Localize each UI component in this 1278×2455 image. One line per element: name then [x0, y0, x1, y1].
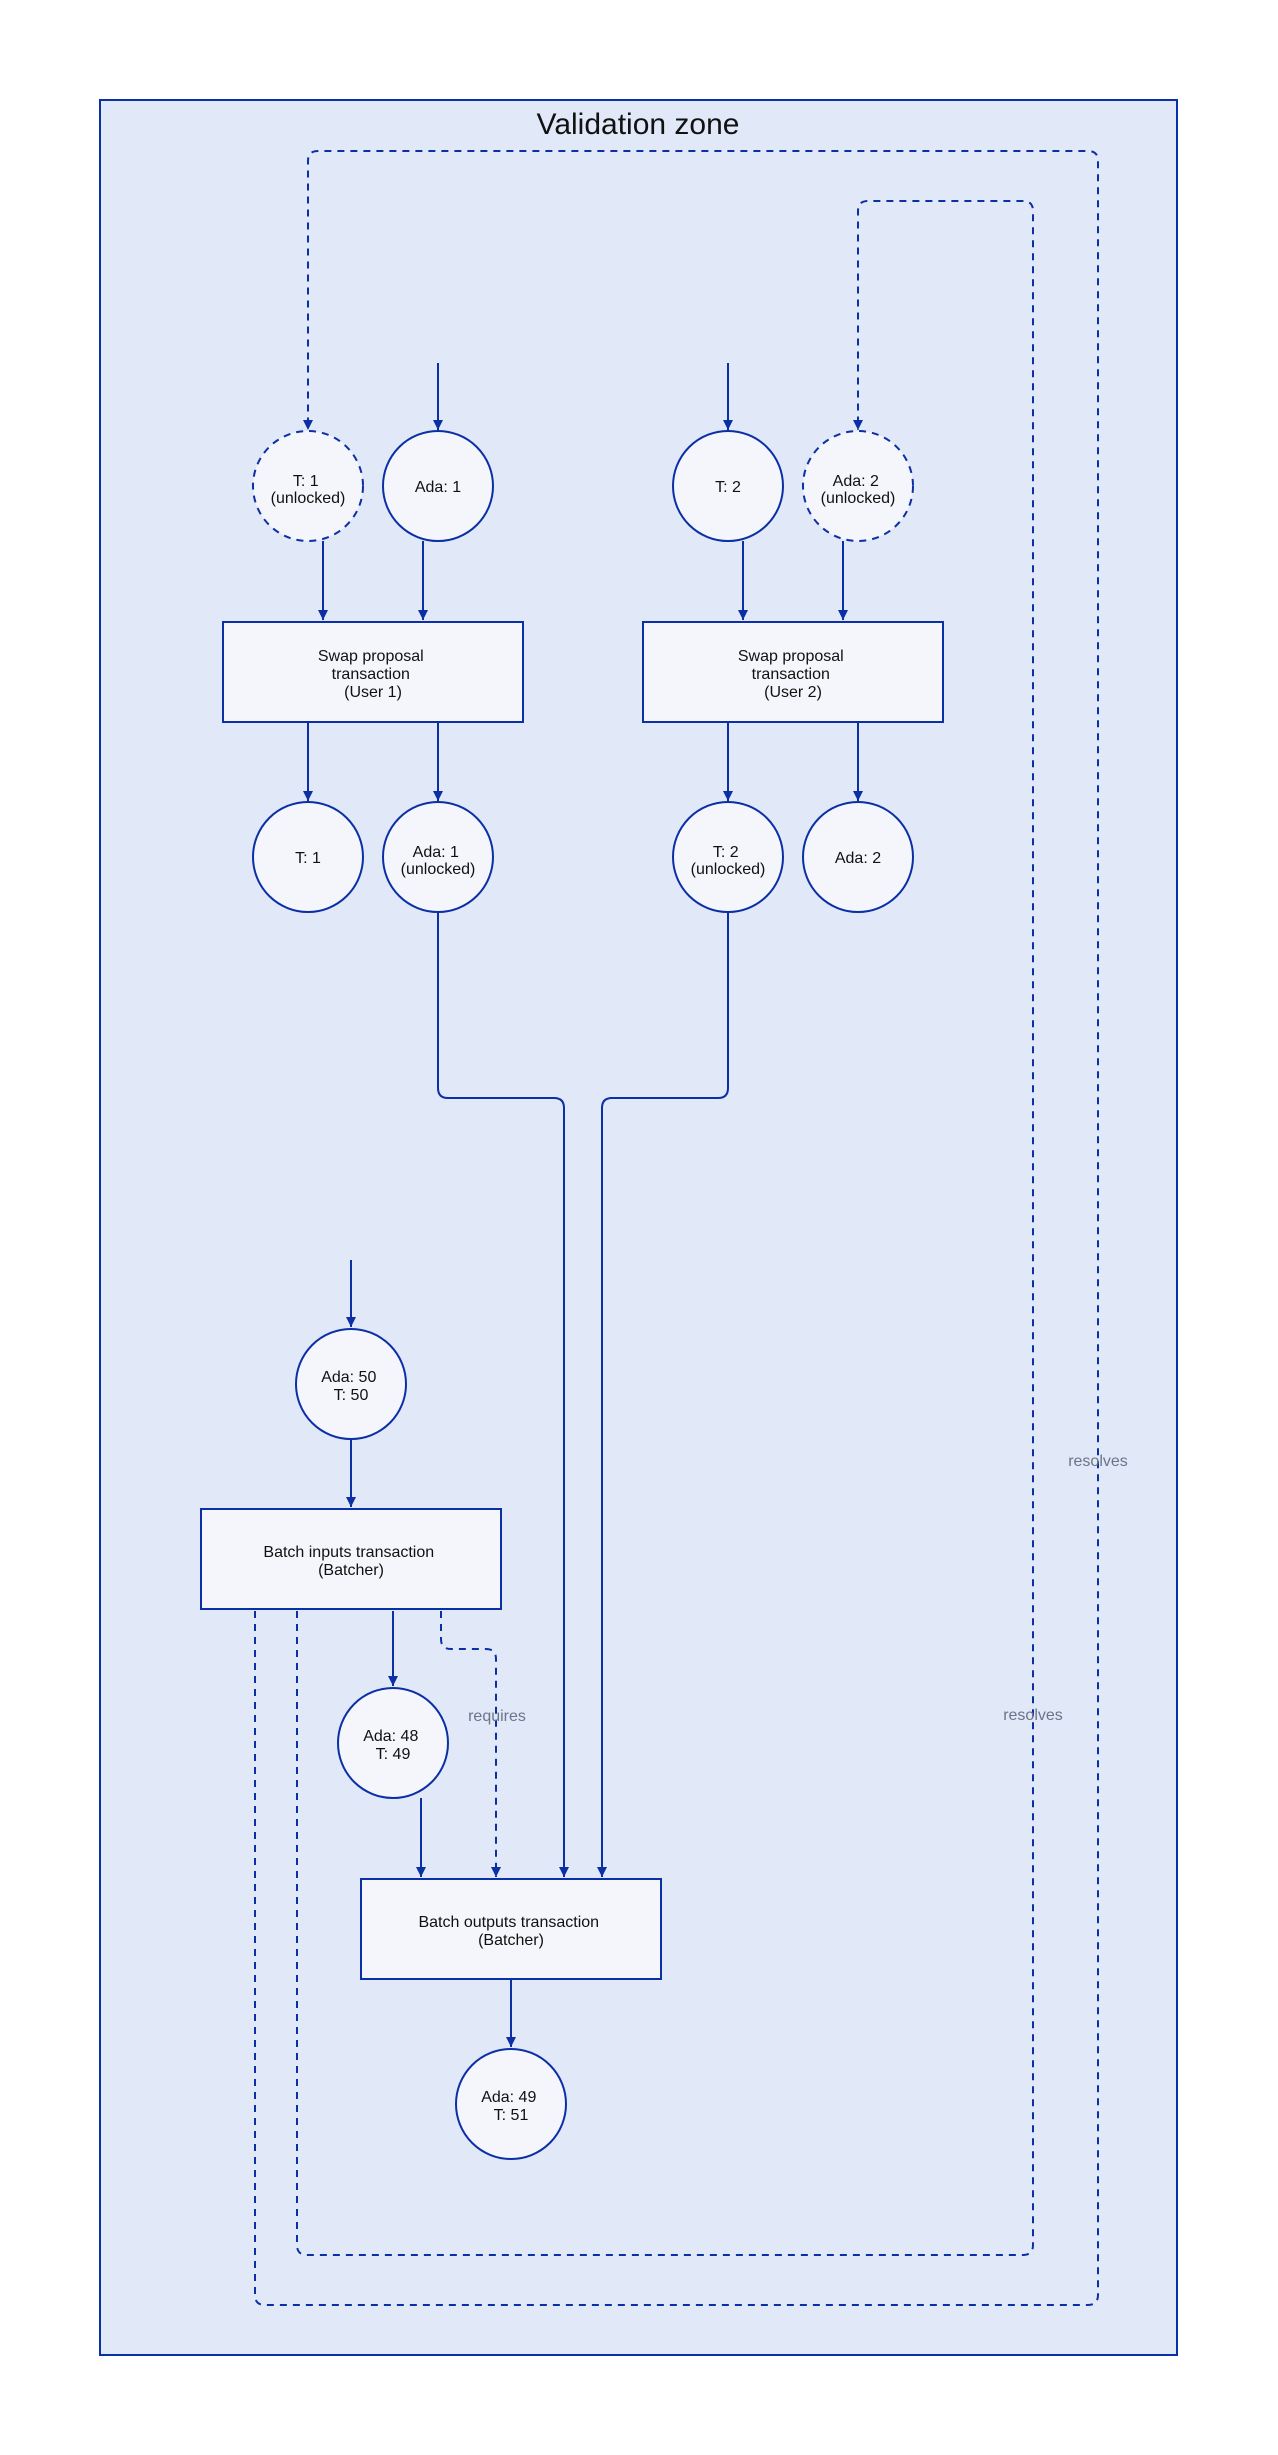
edge-resolves-outer: [254, 150, 1099, 2306]
node-ada48-t49: Ada: 48 T: 49: [337, 1687, 449, 1799]
node-ada1-unlocked-output: Ada: 1 (unlocked): [382, 801, 494, 913]
svg-text:Ada: 2: Ada: 2: [835, 850, 881, 867]
svg-text:Ada: 1: Ada: 1: [415, 479, 461, 496]
label-requires: requires: [468, 1708, 526, 1725]
node-ada50-t50: Ada: 50 T: 50: [295, 1328, 407, 1440]
node-batch-outputs-transaction: Batch outputs transaction (Batcher): [360, 1878, 662, 1980]
svg-text:Batch inputs transaction: Batch inputs transaction (Batcher): [263, 1544, 438, 1579]
svg-text:Swap proposal transactio: Swap proposal transaction (User 2): [738, 648, 848, 701]
node-t2-unlocked-output: T: 2 (unlocked): [672, 801, 784, 913]
svg-text:Swap proposal transactio: Swap proposal transaction (User 1): [318, 648, 428, 701]
node-t1-output: T: 1: [252, 801, 364, 913]
svg-text:Ada: 49 T: 51: Ada: 49 T: 51: [481, 2089, 541, 2124]
node-t1-unlocked-input: T: 1 (unlocked): [252, 430, 364, 542]
node-batch-inputs-transaction: Batch inputs transaction (Batcher): [200, 1508, 502, 1610]
node-t2-input: T: 2: [672, 430, 784, 542]
edge-ada1-unlocked-to-batch-outputs: [437, 913, 569, 1877]
node-ada2-output: Ada: 2: [802, 801, 914, 913]
node-swap-proposal-user2: Swap proposal transaction (User 2): [642, 621, 944, 723]
zone-title: Validation zone: [537, 108, 740, 141]
validation-zone: [99, 99, 1178, 2356]
label-resolves-inner: resolves: [1003, 1707, 1063, 1724]
svg-text:T: 1: T: 1: [295, 850, 321, 867]
node-ada2-unlocked-input: Ada: 2 (unlocked): [802, 430, 914, 542]
svg-text:Ada: 2 (unlocked): Ada: 2 (unlocked): [821, 473, 896, 507]
svg-text:T: 2 (unlocked): T: 2 (unlocked): [691, 844, 766, 878]
edge-resolves-inner: [296, 200, 1034, 2256]
edge-t2-unlocked-to-batch-outputs: [597, 913, 729, 1877]
svg-text:Ada: 1 (unlocked): Ada: 1 (unlocked): [401, 844, 476, 878]
node-ada1-input: Ada: 1: [382, 430, 494, 542]
edge-requires: [440, 1611, 501, 1877]
svg-text:Ada: 50 T: 50: Ada: 50 T: 50: [321, 1369, 381, 1404]
node-ada49-t51: Ada: 49 T: 51: [455, 2048, 567, 2160]
svg-text:Batch outputs transaction: Batch outputs transaction (Batcher): [418, 1914, 603, 1949]
label-resolves-outer: resolves: [1068, 1453, 1128, 1470]
node-swap-proposal-user1: Swap proposal transaction (User 1): [222, 621, 524, 723]
svg-text:T: 2: T: 2: [715, 479, 741, 496]
svg-text:Ada: 48 T: 49: Ada: 48 T: 49: [363, 1728, 423, 1763]
svg-text:T: 1 (unlocked): T: 1 (unlocked): [271, 473, 346, 507]
